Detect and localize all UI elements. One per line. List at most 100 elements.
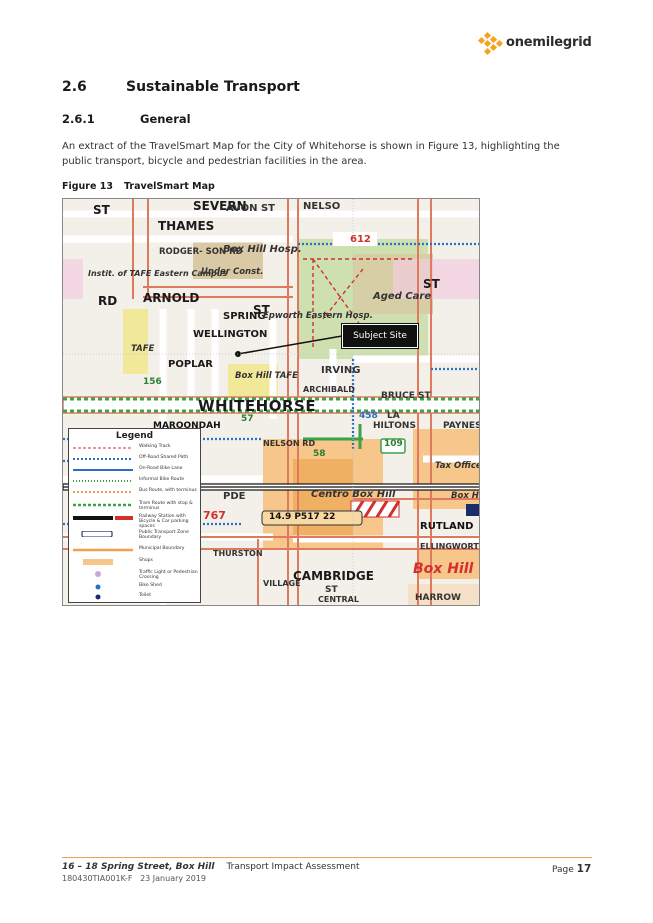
body-paragraph: An extract of the TravelSmart Map for th… (62, 141, 560, 167)
walking-track-icon (73, 447, 133, 449)
page-number-value: 17 (576, 863, 592, 875)
footer-reference: 180430TIA001K-F 23 January 2019 (62, 874, 206, 883)
map-label-la: LA (387, 411, 400, 421)
bike-lane-icon (73, 469, 133, 471)
legend-row: Walking Track (69, 443, 200, 453)
footer-title: 16 – 18 Spring Street, Box Hill Transport… (62, 862, 360, 872)
map-label-route-156: 156 (143, 377, 162, 387)
legend-row: Off-Road Shared Path (69, 454, 200, 464)
legend-row: Shops (69, 557, 200, 567)
legend-row: Municipal Boundary (69, 545, 200, 555)
map-label-route-58: 58 (313, 449, 326, 459)
map-label-centro-box-hill: Centro Box Hill (311, 489, 396, 500)
travelsmart-map: ST SEVERN THAMES AVON ST NELSO Box Hill … (62, 198, 480, 606)
map-label-severn: SEVERN (193, 199, 247, 213)
figure-number: Figure 13 (62, 181, 113, 192)
footer-divider (62, 857, 592, 858)
subsection-heading: 2.6.1 General (62, 112, 191, 126)
traffic-light-icon (95, 571, 101, 577)
legend-label: Shops (139, 558, 153, 563)
map-label-ellingworth: ELLINGWORT (420, 542, 479, 551)
figure-title: TravelSmart Map (124, 181, 215, 192)
legend-row: Toilet (69, 592, 200, 602)
callout-leader (237, 335, 343, 355)
map-label-archibald: ARCHIBALD (303, 385, 355, 394)
map-label-avon: AVON ST (226, 203, 275, 214)
footer-date: 23 January 2019 (140, 874, 207, 883)
grid-logo-icon (477, 31, 504, 56)
map-label-village: VILLAGE (263, 579, 301, 588)
map-label-rodgerson: RODGER- SON RD (159, 247, 243, 257)
map-label-tafe: TAFE (131, 344, 155, 354)
map-label-st-right: ST (423, 277, 440, 291)
section-title: Sustainable Transport (126, 79, 300, 95)
shared-path-icon (73, 458, 133, 460)
legend-row: Bike Shed (69, 582, 200, 592)
bike-shed-icon (95, 584, 101, 590)
logo-text: onemilegrid (506, 35, 592, 50)
subject-site-marker (235, 351, 241, 357)
map-label-wellington: WELLINGTON (193, 329, 268, 340)
map-label-cambridge-st: ST (325, 585, 338, 595)
map-label-maroondah: MAROONDAH (153, 421, 221, 431)
section-heading: 2.6 Sustainable Transport (62, 79, 300, 95)
footer-doc-title: Transport Impact Assessment (226, 862, 360, 872)
legend-label: Public Transport Zone Boundary (139, 530, 189, 540)
map-label-cambridge: CAMBRIDGE (293, 569, 374, 583)
legend-label: Traffic Light or Pedestrian Crossing (139, 570, 198, 580)
page-label: Page (552, 865, 574, 875)
legend-label: Railway Station with Bicycle & Car parki… (139, 514, 189, 529)
map-label-thames: THAMES (158, 219, 215, 233)
map-label-central: CENTRAL (318, 595, 359, 604)
map-legend: Legend Walking Track Off-Road Shared Pat… (68, 428, 201, 603)
legend-label: Toilet (139, 593, 152, 598)
subsection-number: 2.6.1 (62, 112, 95, 126)
map-label-route-57: 57 (241, 414, 254, 424)
map-label-irving: IRVING (321, 365, 361, 376)
footer-address: 16 – 18 Spring Street, Box Hill (62, 862, 215, 872)
map-label-rd: RD (98, 294, 118, 308)
shops-icon (83, 559, 113, 565)
map-label-tax-offices: Tax Offices (435, 461, 479, 471)
zone-boundary-icon (81, 531, 113, 537)
map-label-pde: PDE (223, 491, 246, 502)
subsection-title: General (140, 112, 191, 126)
map-label-aged-care: Aged Care (373, 291, 432, 302)
section-number: 2.6 (62, 79, 87, 95)
map-label-epworth: Epworth Eastern Hosp. (263, 311, 373, 321)
map-label-bus-612: 612 (350, 234, 371, 245)
map-label-bus-routes: 14.9 P517 22 (269, 512, 336, 522)
legend-row: Railway Station with Bicycle & Car parki… (69, 513, 200, 529)
legend-label: Informal Bike Route (139, 477, 185, 482)
legend-label: On-Road Bike Lane (139, 466, 183, 471)
map-label-harrow: HARROW (415, 593, 461, 603)
map-label-hospital: Box Hill Hosp. (223, 244, 302, 255)
whitehorse-road (63, 396, 479, 414)
map-label-box-hill: Box Hill (413, 561, 474, 577)
legend-title: Legend (115, 431, 154, 441)
map-label-whitehorse: WHITEHORSE (198, 397, 317, 415)
map-label-thurston: THURSTON (213, 549, 263, 558)
map-label-paynes: PAYNES (443, 421, 480, 431)
map-label-hiltons: HILTONS (373, 421, 416, 431)
legend-label: Off-Road Shared Path (139, 455, 189, 460)
legend-row: On-Road Bike Lane (69, 465, 200, 475)
map-label-nelson-rd: NELSON RD (263, 439, 316, 448)
legend-row: Public Transport Zone Boundary (69, 529, 200, 543)
legend-label: Municipal Boundary (139, 546, 185, 551)
map-label-rutland: RUTLAND (420, 521, 474, 532)
map-label-arnold-st: ST (253, 303, 270, 317)
map-label-route-109: 109 (384, 439, 403, 449)
page-number: Page 17 (552, 863, 591, 875)
legend-label: Bike Shed (139, 583, 162, 588)
legend-label: Walking Track (139, 444, 171, 449)
figure-caption: Figure 13 TravelSmart Map (62, 181, 215, 192)
map-label-box-hill-tafe-2: Box Hill TAFE (451, 491, 479, 501)
map-label-tafe-institute: Instit. of TAFE Eastern Campus (88, 269, 228, 278)
legend-label: Bus Route, with terminus (139, 488, 197, 493)
map-label-st: ST (93, 203, 110, 217)
legend-row: Traffic Light or Pedestrian Crossing (69, 569, 200, 581)
map-label-route-767: 767 (203, 509, 226, 522)
footer-ref-code: 180430TIA001K-F (62, 874, 133, 883)
informal-bike-route-icon (73, 480, 133, 482)
